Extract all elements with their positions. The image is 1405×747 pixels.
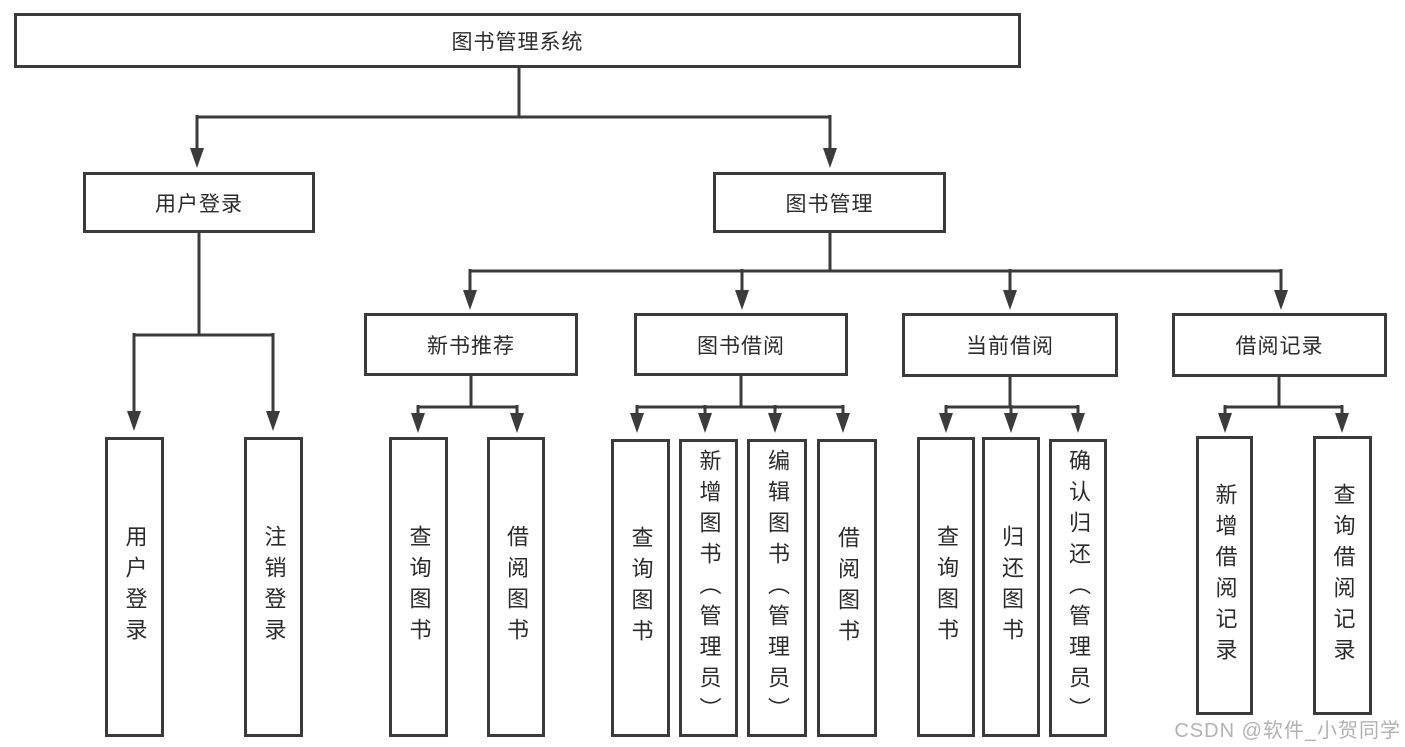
node-label: 图书借阅 bbox=[697, 334, 785, 358]
leaf-label: 确认归还（管理员） bbox=[1066, 448, 1091, 728]
node-book-management: 图书管理 bbox=[713, 172, 946, 233]
leaf-borrow-books-recommendation: 借阅图书 bbox=[487, 437, 545, 737]
leaf-query-books-borrowing: 查询图书 bbox=[611, 439, 670, 737]
leaf-label: 查询图书 bbox=[406, 525, 432, 649]
node-new-book-recommendation: 新书推荐 bbox=[364, 313, 578, 376]
csdn-watermark: CSDN @软件_小贺同学 bbox=[1174, 720, 1401, 742]
leaf-query-borrow-record: 查询借阅记录 bbox=[1313, 436, 1372, 715]
leaf-return-books: 归还图书 bbox=[982, 437, 1040, 737]
leaf-borrow-books-borrowing: 借阅图书 bbox=[817, 439, 877, 737]
leaf-edit-books-admin: 编辑图书（管理员） bbox=[747, 439, 807, 737]
leaf-label: 编辑图书（管理员） bbox=[765, 448, 790, 728]
node-label: 当前借阅 bbox=[966, 335, 1054, 358]
node-label: 图书管理 bbox=[785, 192, 874, 216]
leaf-label: 查询图书 bbox=[934, 525, 959, 649]
leaf-label: 查询图书 bbox=[628, 526, 654, 650]
leaf-query-books-recommendation: 查询图书 bbox=[389, 437, 448, 737]
node-current-borrowing: 当前借阅 bbox=[902, 313, 1118, 377]
leaf-label: 新增借阅记录 bbox=[1212, 482, 1238, 669]
node-label: 新书推荐 bbox=[427, 334, 515, 358]
node-label: 借阅记录 bbox=[1235, 335, 1324, 358]
node-book-borrowing: 图书借阅 bbox=[634, 313, 848, 376]
leaf-query-books-current: 查询图书 bbox=[917, 437, 975, 737]
node-label: 图书管理系统 bbox=[451, 30, 584, 54]
leaf-label: 新增图书（管理员） bbox=[696, 448, 722, 728]
node-borrowing-records: 借阅记录 bbox=[1172, 313, 1387, 377]
leaf-add-books-admin: 新增图书（管理员） bbox=[679, 439, 738, 737]
leaf-user-login: 用户登录 bbox=[105, 437, 164, 737]
leaf-label: 借阅图书 bbox=[835, 526, 860, 650]
leaf-label: 注销登录 bbox=[261, 525, 287, 649]
leaf-logout: 注销登录 bbox=[244, 437, 303, 737]
node-library-management-system: 图书管理系统 bbox=[14, 13, 1021, 68]
leaf-add-borrow-record: 新增借阅记录 bbox=[1196, 436, 1253, 715]
leaf-label: 用户登录 bbox=[122, 525, 148, 649]
leaf-label: 查询借阅记录 bbox=[1330, 482, 1356, 669]
node-label: 用户登录 bbox=[155, 192, 243, 216]
leaf-label: 归还图书 bbox=[999, 525, 1024, 649]
leaf-label: 借阅图书 bbox=[504, 525, 529, 649]
leaf-confirm-return-admin: 确认归还（管理员） bbox=[1049, 439, 1107, 737]
node-user-login: 用户登录 bbox=[83, 172, 315, 233]
